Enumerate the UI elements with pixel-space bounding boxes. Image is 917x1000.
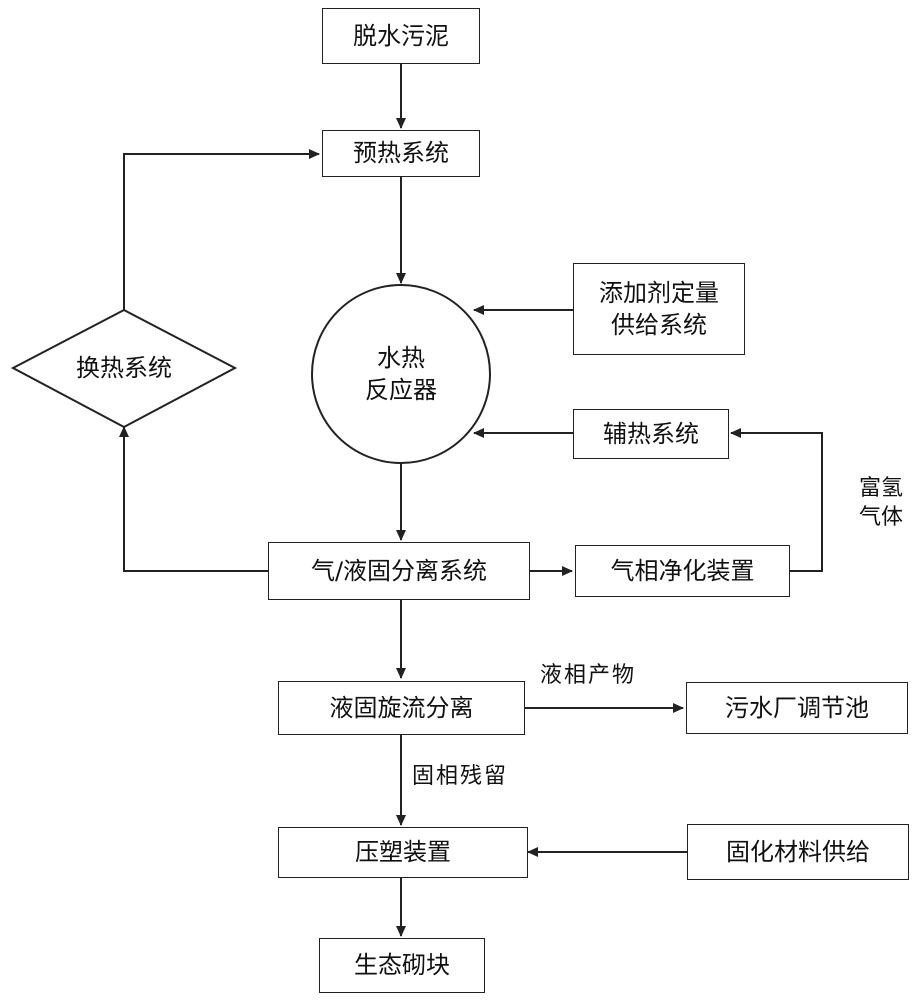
node-gas-liquid-solid-separation: 气/液固分离系统	[268, 542, 530, 600]
node-preheat-system: 预热系统	[322, 130, 480, 177]
node-dewatered-sludge: 脱水污泥	[322, 8, 480, 64]
node-curing-material-supply: 固化材料供给	[687, 824, 909, 880]
node-eco-brick: 生态砌块	[319, 938, 485, 993]
edge-heatexchange-preheat	[123, 149, 320, 310]
node-aux-heat: 辅热系统	[573, 409, 729, 459]
heat-exchange-shape	[10, 308, 238, 429]
node-cyclone-separation: 液固旋流分离	[278, 681, 525, 735]
node-hydrothermal-reactor: 水热 反应器	[365, 343, 437, 404]
node-press-molding: 压塑装置	[278, 827, 528, 878]
node-additive-supply: 添加剂定量 供给系统	[573, 263, 745, 355]
edge-purification-auxheat	[730, 428, 823, 572]
hydrothermal-reactor-shape	[311, 284, 491, 464]
label-hydrogen-rich-gas: 富氢 气体	[858, 476, 903, 530]
node-wwtp-tank: 污水厂调节池	[686, 682, 908, 734]
label-solid-residue: 固相残留	[412, 764, 509, 789]
label-liquid-product: 液相产物	[540, 663, 637, 688]
node-gas-purification: 气相净化装置	[575, 545, 790, 597]
node-heat-exchange: 换热系统	[76, 353, 172, 382]
edge-separation-heatexchange	[119, 426, 268, 572]
